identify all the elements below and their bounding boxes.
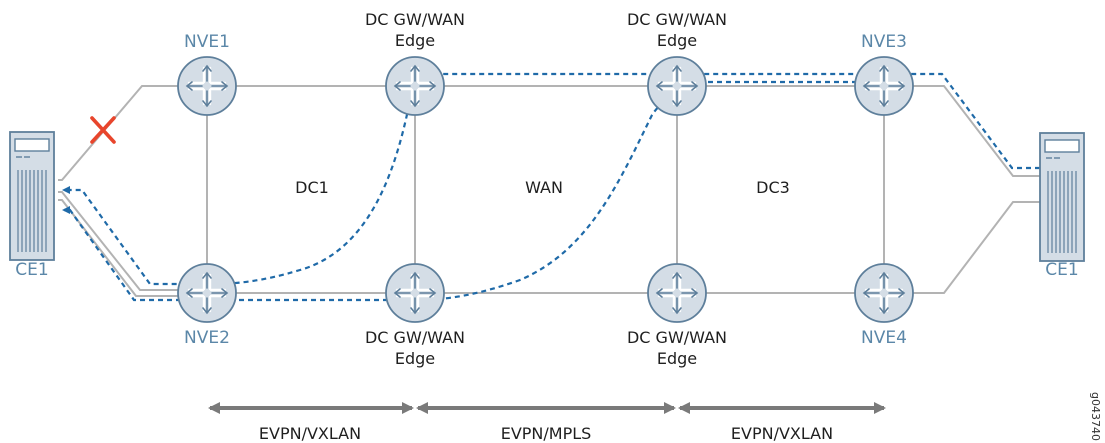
router-gw-bottom-right <box>646 262 708 324</box>
label-gw-top-right-line2: Edge <box>657 31 697 50</box>
label-gw-bottom-right-line2: Edge <box>657 349 697 368</box>
label-gw-bottom-left-line1: DC GW/WAN <box>365 328 465 347</box>
link-ce1-nve2-b <box>58 199 207 297</box>
label-ce1-left: CE1 <box>15 260 48 280</box>
label-nve4: NVE4 <box>861 328 907 348</box>
label-span-left: EVPN/VXLAN <box>259 424 361 443</box>
label-area-dc3: DC3 <box>756 178 790 197</box>
link-failure-icon <box>90 116 116 144</box>
label-gw-top-left-line1: DC GW/WAN <box>365 10 465 29</box>
link-ce1-nve2-a <box>58 191 207 291</box>
label-area-wan: WAN <box>525 178 563 197</box>
router-gw-top-left <box>384 55 446 117</box>
router-gw-top-right <box>646 55 708 117</box>
server-ce1-left <box>9 131 55 261</box>
label-nve1: NVE1 <box>184 32 230 52</box>
link-nve3-ce1 <box>884 85 1040 177</box>
label-nve3: NVE3 <box>861 32 907 52</box>
label-gw-top-right-line1: DC GW/WAN <box>627 10 727 29</box>
physical-links <box>58 85 1040 297</box>
label-span-middle: EVPN/MPLS <box>501 424 592 443</box>
label-span-right: EVPN/VXLAN <box>731 424 833 443</box>
label-gw-bottom-right-line1: DC GW/WAN <box>627 328 727 347</box>
router-gw-bottom-left <box>384 262 446 324</box>
label-gw-top-left-line2: Edge <box>395 31 435 50</box>
router-nve2 <box>176 262 238 324</box>
label-gw-bottom-left-line2: Edge <box>395 349 435 368</box>
router-nve4 <box>853 262 915 324</box>
figure-id: g043740 <box>1089 392 1102 441</box>
server-ce1-right <box>1039 132 1085 262</box>
label-area-dc1: DC1 <box>295 178 329 197</box>
router-nve3 <box>853 55 915 117</box>
link-nve4-ce1 <box>884 201 1040 294</box>
label-ce1-right: CE1 <box>1045 260 1078 280</box>
router-nve1 <box>176 55 238 117</box>
label-nve2: NVE2 <box>184 328 230 348</box>
